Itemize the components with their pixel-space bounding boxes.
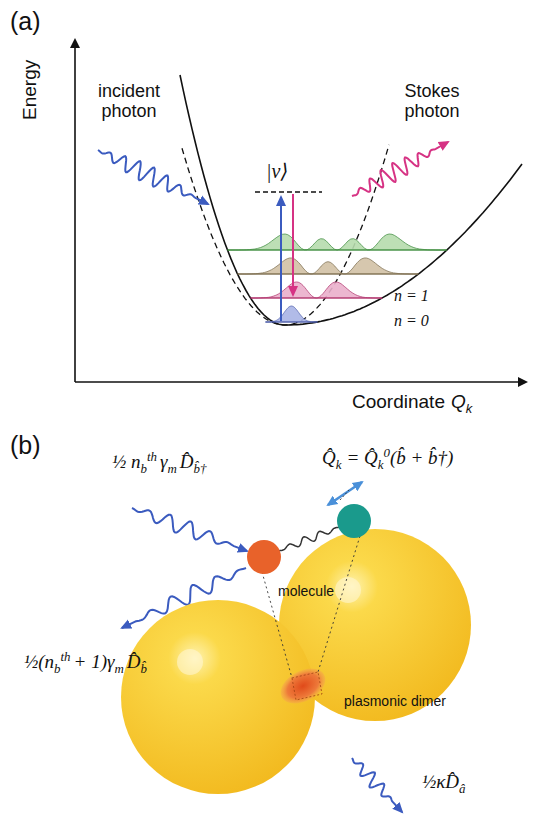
level-label: n = 1 (394, 287, 429, 305)
wavefunction (266, 306, 318, 322)
math-symbol: (b̂ + b̂†) (390, 447, 453, 468)
math-symbol: ½(n (24, 651, 54, 672)
gap-volume (292, 672, 322, 700)
state-label: |v⟩ (266, 160, 288, 182)
math-symbol: + 1)γ (74, 651, 115, 672)
vibration-arrow (328, 482, 362, 505)
math-symbol: â (459, 781, 465, 796)
wavefunction (238, 258, 419, 274)
math-symbol: th (147, 449, 157, 464)
gap-hotspot (275, 661, 331, 710)
math-symbol: 0 (384, 445, 390, 460)
photon-wave (132, 508, 247, 551)
label-text: Coordinate (352, 391, 445, 412)
math-symbol: D̂ (127, 651, 141, 672)
emission-arrow (292, 194, 294, 295)
math-symbol: b (54, 661, 60, 676)
math-symbol: Q̂ (322, 447, 336, 468)
dimer-label: plasmonic dimer (344, 694, 446, 709)
rate-term: ½ nbthγmD̂b̂† (112, 450, 206, 476)
photon-wave (352, 142, 448, 196)
axis-title: Energy (20, 60, 41, 120)
sphere-highlight (177, 649, 203, 675)
virtual-level (255, 191, 322, 192)
vibrational-level (238, 273, 419, 274)
vibrational-level (227, 249, 446, 250)
math-symbol: b̂† (194, 461, 207, 476)
label-text: (b) (10, 431, 41, 459)
math-symbol: b̂ (141, 661, 147, 676)
atom (337, 504, 371, 538)
photon-wave (352, 758, 402, 812)
label-text: molecule (278, 583, 334, 599)
math-symbol: |v⟩ (266, 160, 288, 182)
atom (247, 540, 281, 574)
potential-curves (180, 75, 522, 325)
wavefunction (251, 282, 383, 298)
rate-term: ½(nbth+ 1)γm D̂b̂ (24, 650, 147, 676)
math-symbol: k (336, 457, 342, 472)
excitation-arrow (280, 197, 282, 321)
label-text: (a) (10, 7, 41, 35)
label-text: plasmonic dimer (344, 693, 446, 709)
energy-axis (74, 40, 76, 382)
photon-label: Stokes photon (392, 82, 472, 122)
molecular-bond (278, 527, 340, 551)
rate-term: ½κD̂â (422, 772, 466, 796)
vibrational-level (265, 321, 317, 322)
level-label: n = 0 (394, 312, 429, 330)
axis-tick (340, 490, 349, 500)
wavefunction (228, 234, 447, 250)
math-symbol: γ (160, 451, 168, 472)
photon-label: incident photon (84, 82, 174, 122)
panel-label: (a) (10, 8, 41, 36)
math-symbol: ½κD̂ (422, 771, 459, 792)
math-symbol: m (168, 461, 177, 476)
axis-title: Coordinate Qk (352, 392, 472, 416)
math-symbol: ½ n (112, 451, 141, 472)
math-symbol: n = 0 (394, 312, 429, 329)
math-symbol: b (141, 461, 147, 476)
coordinate-axis (75, 381, 526, 383)
label-text: Energy (19, 60, 40, 120)
math-symbol: = Q̂ (346, 447, 377, 468)
math-symbol: k (466, 401, 472, 416)
molecule-label: molecule (278, 584, 334, 599)
math-symbol: m (114, 661, 123, 676)
math-symbol: k (378, 457, 384, 472)
coordinate-operator: Q̂k= Q̂k0(b̂ + b̂†) (322, 446, 453, 472)
math-symbol: n = 1 (394, 287, 429, 304)
vibrational-level (250, 297, 382, 298)
label-text: Stokes photon (404, 81, 459, 121)
label-text: incident photon (98, 81, 160, 121)
math-symbol: Q (451, 391, 466, 412)
anharmonic-potential (180, 75, 522, 325)
photon-wave (98, 150, 208, 204)
sphere-highlight (335, 577, 361, 603)
math-symbol: th (61, 649, 71, 664)
projection-line (318, 536, 360, 672)
math-symbol: D̂ (180, 451, 194, 472)
panel-label: (b) (10, 432, 41, 460)
